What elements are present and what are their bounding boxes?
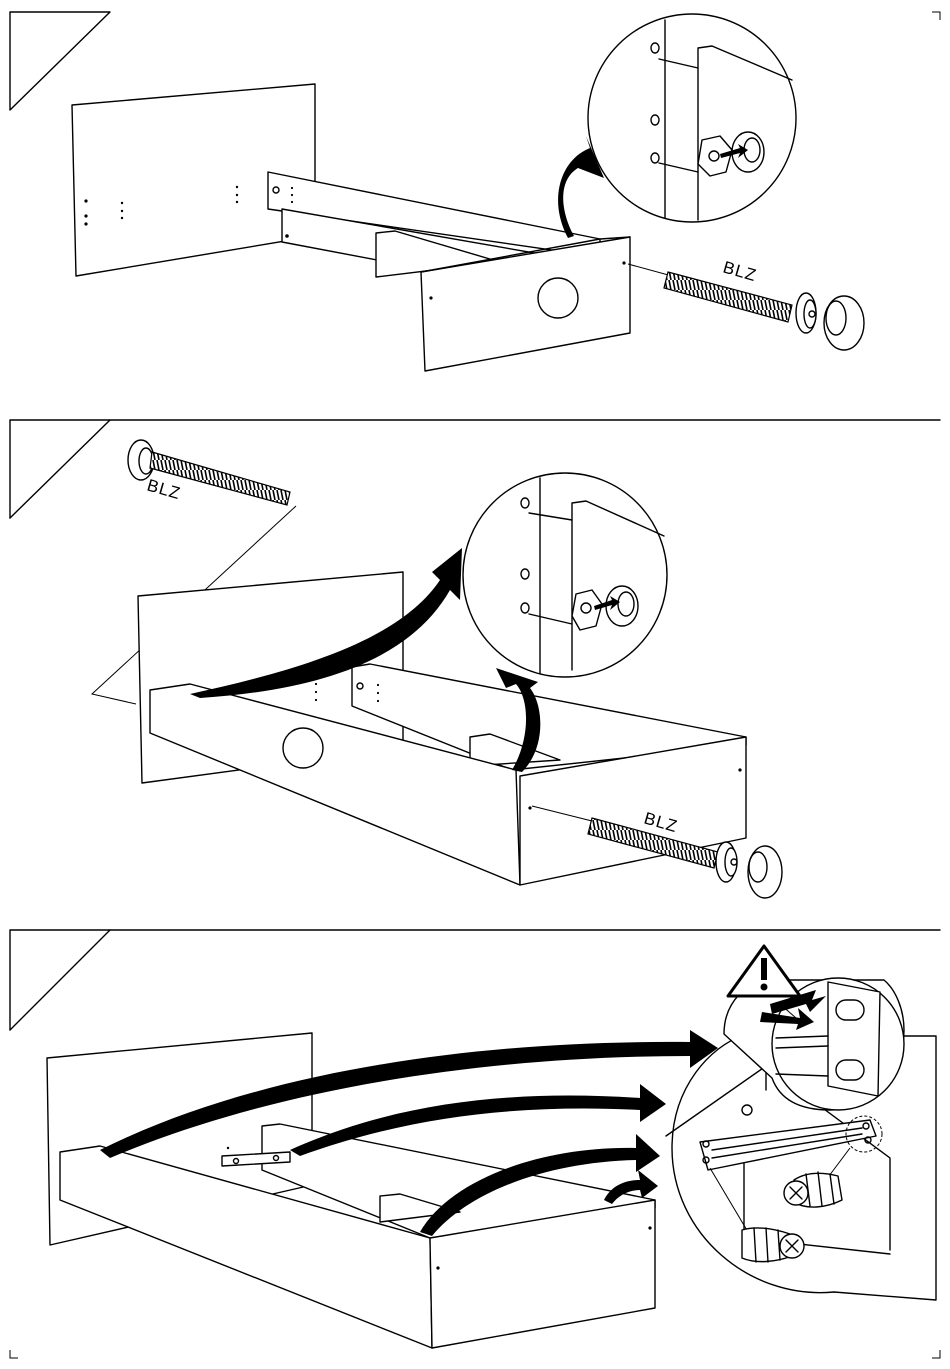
detail-magnifier xyxy=(588,14,796,222)
step-3-panel xyxy=(10,930,940,1348)
step-2-bolt-label-top: BLZ xyxy=(145,476,183,504)
detail-magnifier xyxy=(463,473,667,677)
blz-bolt xyxy=(664,272,792,322)
step-2-number-corner xyxy=(10,420,110,518)
step-1-number-corner xyxy=(10,12,110,110)
step-1-bolt-label: BLZ xyxy=(721,258,759,286)
step-2-panel: BLZ xyxy=(10,420,940,898)
step-1-panel: BLZ xyxy=(10,12,864,371)
step-3-number-corner xyxy=(10,930,110,1030)
